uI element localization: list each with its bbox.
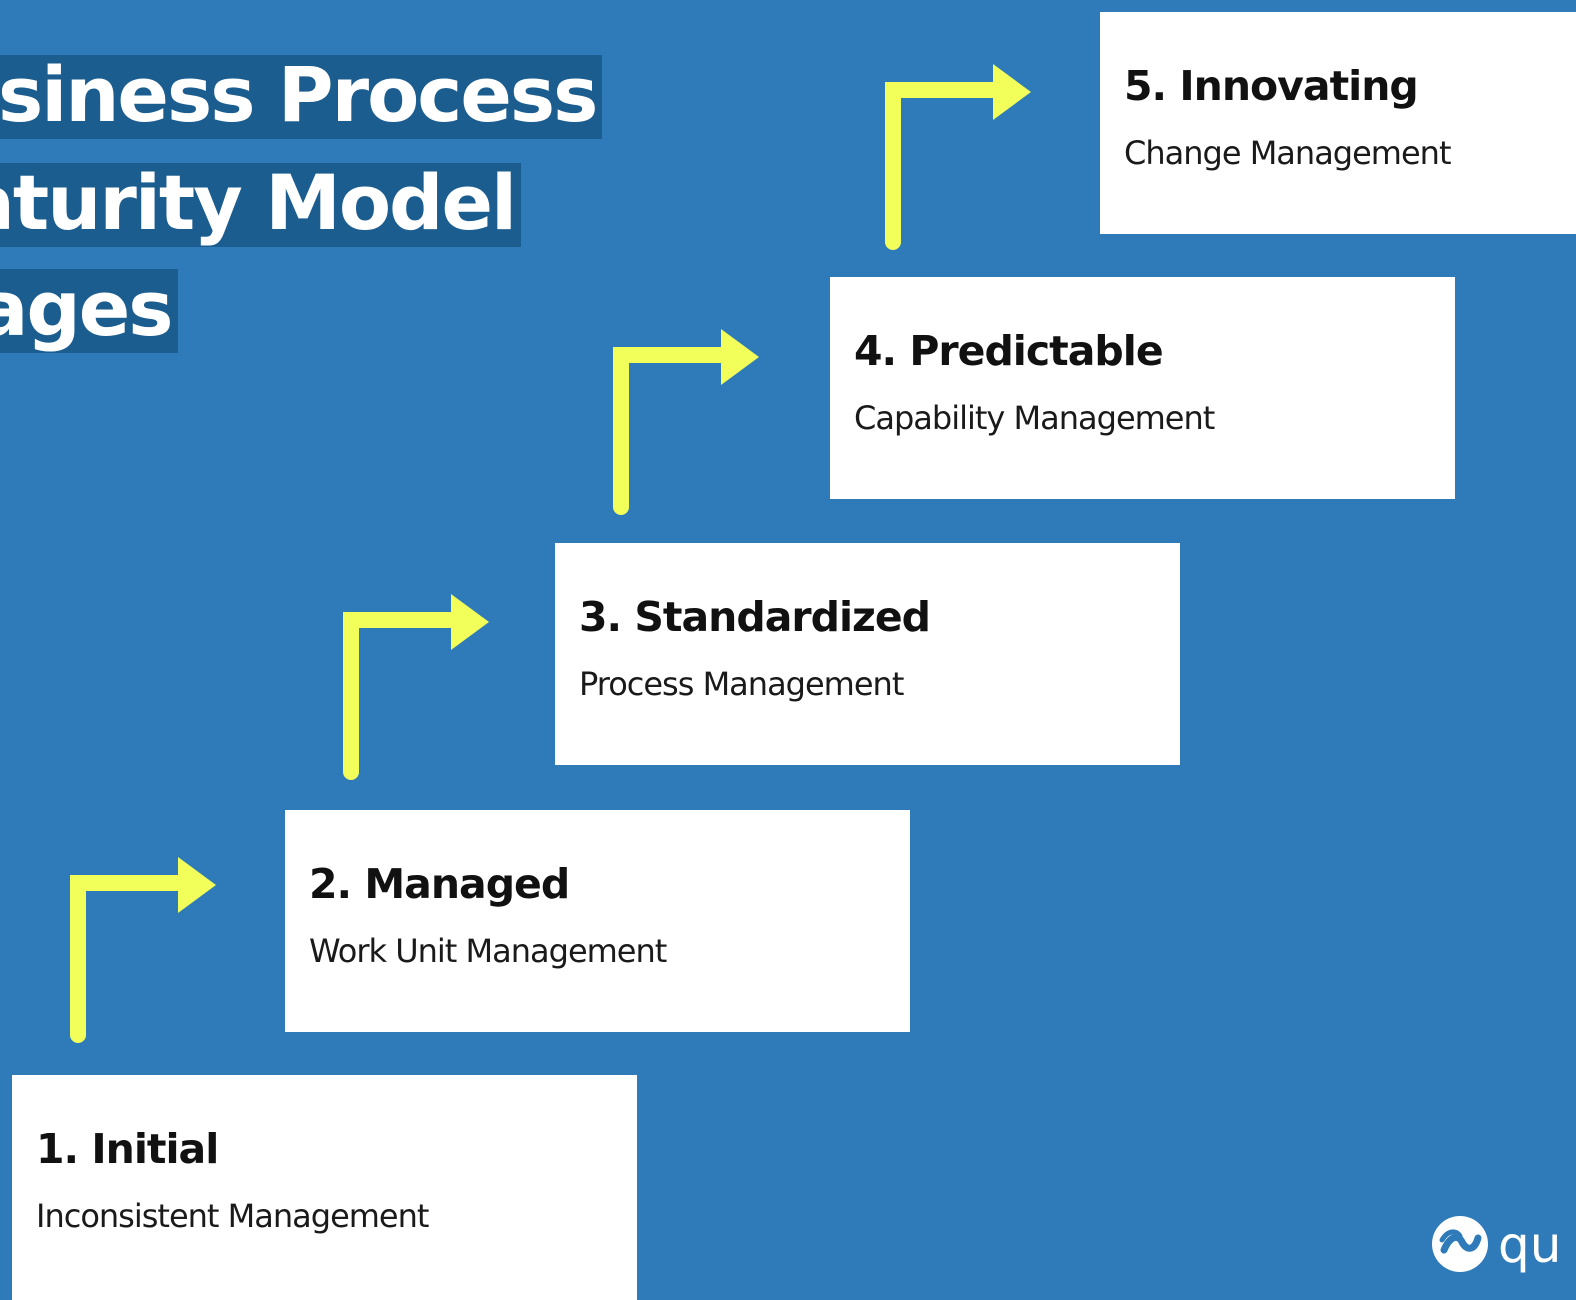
- stage-card-managed: 2. Managed Work Unit Management: [285, 810, 910, 1032]
- arrow-icon: [343, 594, 489, 780]
- stage-subtitle: Capability Management: [854, 399, 1215, 437]
- stage-subtitle: Work Unit Management: [309, 932, 667, 970]
- stage-card-innovating: 5. Innovating Change Management: [1100, 12, 1576, 234]
- logo-mark-icon: [1432, 1216, 1488, 1272]
- logo-text: qu: [1498, 1216, 1562, 1274]
- stage-subtitle: Inconsistent Management: [36, 1197, 429, 1235]
- stage-card-predictable: 4. Predictable Capability Management: [830, 277, 1455, 499]
- stage-title: 4. Predictable: [854, 327, 1164, 375]
- brand-logo: qu: [1428, 1212, 1576, 1282]
- arrow-icon: [70, 857, 216, 1043]
- arrow-icon: [885, 64, 1031, 250]
- title-line-2: Maturity Model: [0, 163, 522, 247]
- arrow-icon: [613, 329, 759, 515]
- stage-subtitle: Process Management: [579, 665, 904, 703]
- stage-title: 1. Initial: [36, 1125, 219, 1173]
- stage-title: 3. Standardized: [579, 593, 931, 641]
- title-line-3: Stages: [0, 269, 178, 353]
- stage-card-initial: 1. Initial Inconsistent Management: [12, 1075, 637, 1300]
- stage-subtitle: Change Management: [1124, 134, 1451, 172]
- stage-title: 5. Innovating: [1124, 62, 1419, 110]
- stage-title: 2. Managed: [309, 860, 570, 908]
- stage-card-standardized: 3. Standardized Process Management: [555, 543, 1180, 765]
- title-line-1: Business Process: [0, 55, 603, 139]
